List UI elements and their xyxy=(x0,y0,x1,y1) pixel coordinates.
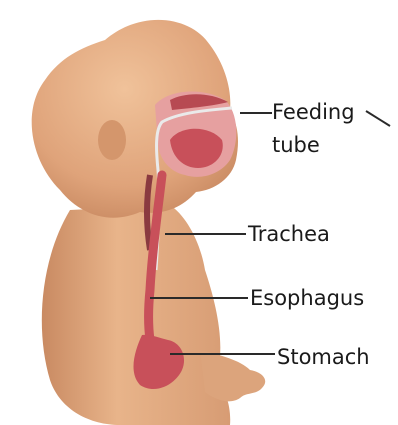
stomach-label: Stomach xyxy=(277,345,370,370)
infant-hand xyxy=(200,350,265,401)
trachea-drawing xyxy=(147,175,150,250)
feeding-tube-label-line1: Feeding xyxy=(272,100,355,125)
feeding-tube-tail-leader xyxy=(366,111,390,126)
esophagus-label: Esophagus xyxy=(250,286,364,311)
trachea-label: Trachea xyxy=(248,222,330,247)
feeding-tube-label-line2: tube xyxy=(272,133,320,158)
infant-torso xyxy=(42,205,230,425)
infant-ear xyxy=(98,120,126,160)
